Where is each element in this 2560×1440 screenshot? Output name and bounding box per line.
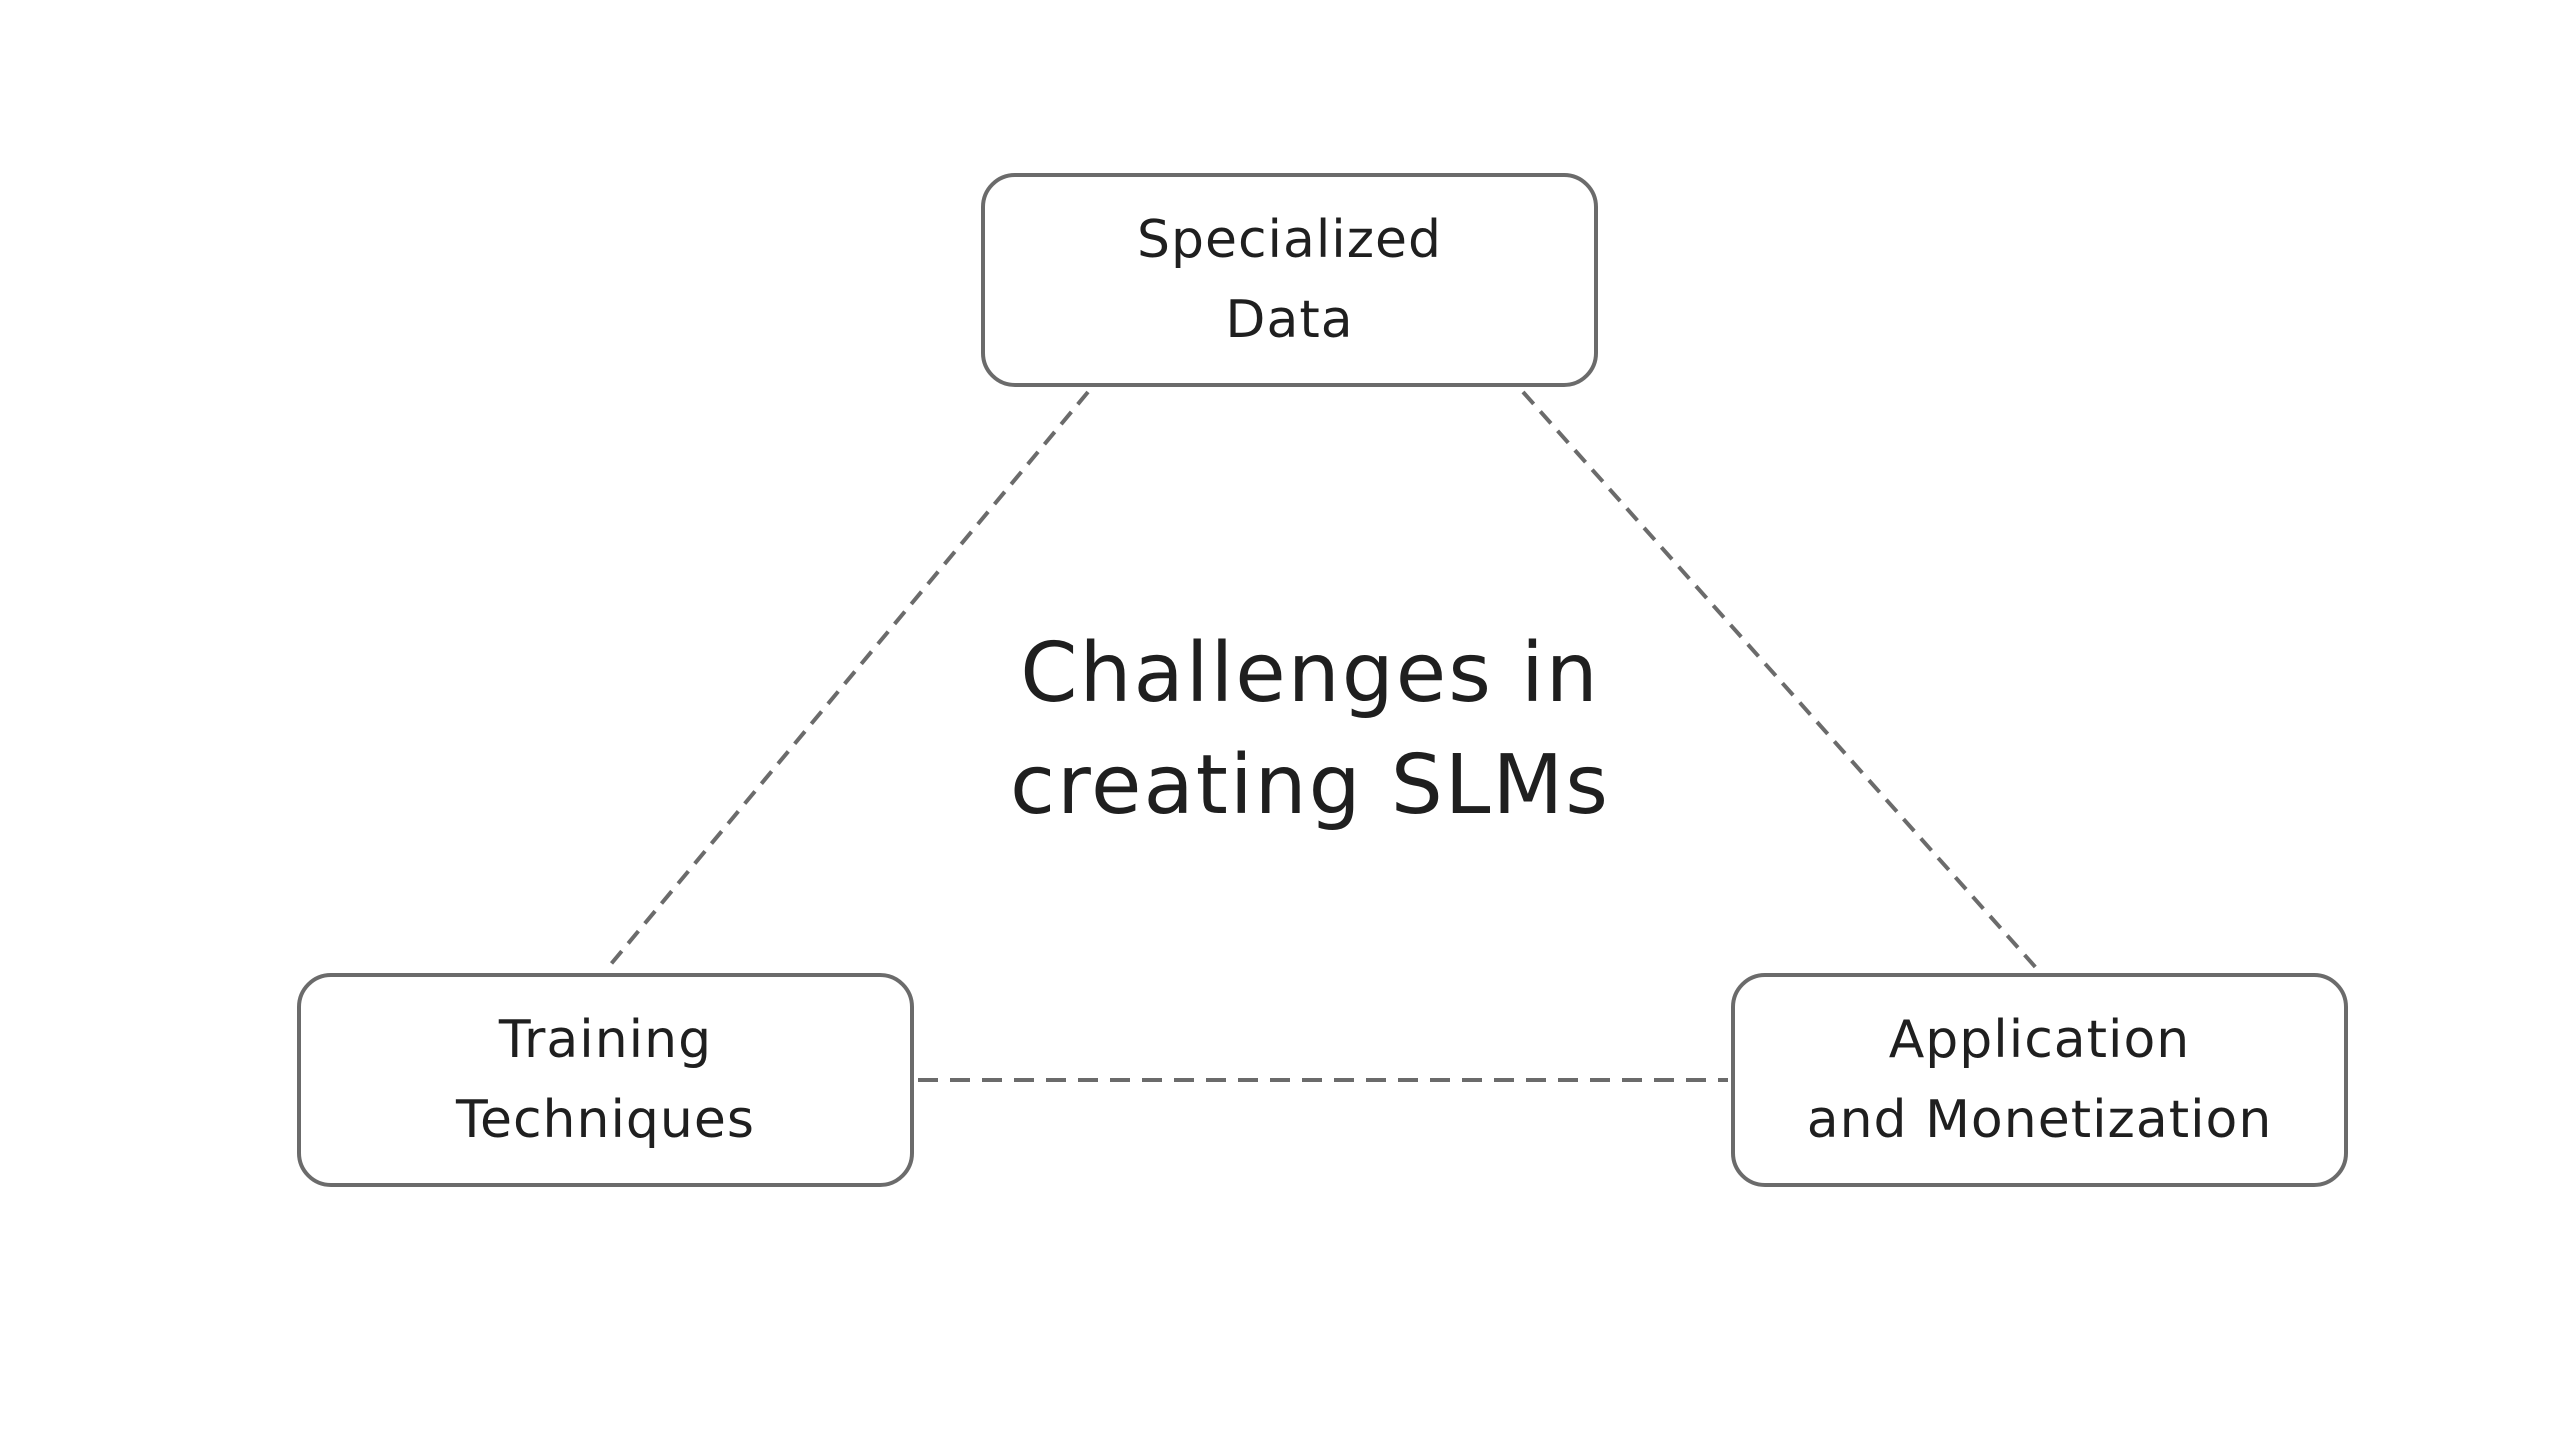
diagram-center-title: Challenges in creating SLMs: [1010, 626, 1610, 833]
connector-top-left: [604, 390, 1090, 972]
node-specialized-data: Specialized Data: [981, 173, 1598, 387]
node-specialized-data-label: Specialized Data: [1136, 210, 1443, 350]
node-application-monetization-label: Application and Monetization: [1806, 1010, 2273, 1150]
node-training-techniques-label: Training Techniques: [456, 1010, 755, 1150]
node-application-monetization: Application and Monetization: [1731, 973, 2348, 1187]
node-training-techniques: Training Techniques: [297, 973, 914, 1187]
